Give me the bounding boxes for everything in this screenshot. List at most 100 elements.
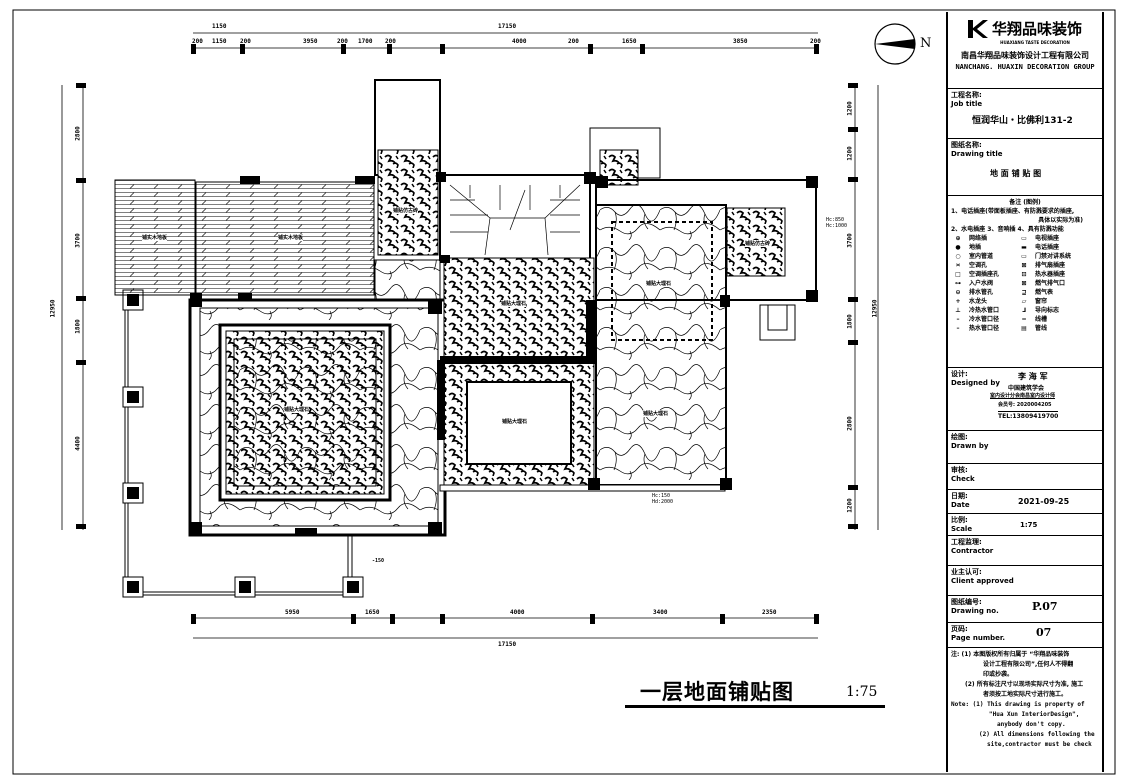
company-section: 华翔品味装饰 HUAXIANG TASTE DECORATION 南昌华翔品味装… [948,12,1102,89]
legend-item: –热水管口径▤管线 [951,324,1099,333]
dim-top-seg: 1150 [212,38,227,45]
association2: 室内设计分会南昌室内设计师 [990,393,1056,399]
legend-symbol-icon: ⊠ [1021,280,1027,287]
legend-label: 电话插座 [1035,244,1060,251]
room-label: 铺贴大理石 [501,300,527,307]
legend-symbol-icon: ▱ [1021,298,1027,305]
legend-symbol-icon: ⊕ [955,235,961,242]
legend-label: 窗帘 [1035,298,1048,305]
legend-note: 1、电话插座(带面板插座、有防溅要求的插座, [951,208,1075,215]
dim-right-seg: 1200 [846,498,854,513]
designer-label-en: Designed by [951,379,1000,387]
designer-name: 李 海 军 [1018,372,1048,381]
date-section: 日期: Date 2021-09-25 [948,490,1102,514]
dim-top-total: 17150 [498,23,517,30]
dimension-lines [61,32,879,639]
dim-bottom-seg: 2350 [762,609,777,616]
height-note: Hd:2000 [652,499,674,505]
dim-top-seg: 3850 [733,38,748,45]
drawn-by-label-en: Drawn by [951,442,989,450]
legend-label: 燃气排气口 [1035,280,1066,287]
legend-label: 燃气表 [1035,289,1054,296]
drawing-title: 一层地面铺贴图 [640,680,794,704]
title-underline [625,705,885,708]
room-hall-marble [595,204,727,486]
page-section: 页码: Page number. 07 [948,623,1102,648]
drawing-scale: 1:75 [846,684,878,700]
dim-top-1150: 1150 [212,23,227,30]
dim-left-seg: 4400 [74,436,82,451]
study-center [466,381,572,465]
tel: TEL:13809419700 [998,411,1059,420]
drawing-no-section: 图纸编号: Drawing no. P.07 [948,596,1102,623]
legend-note: 2、水电插座 3、音响插 4、具有防溅功能 [951,226,1064,233]
notes-section: 注: (1) 本图版权所有归属于 “华翔品味装饰 设计工程有限公司”,任何人不得… [948,648,1102,772]
drawn-by-label: 绘图: [951,433,968,441]
legend-label: 热水器插座 [1035,271,1066,278]
logo-mark-icon [967,20,988,38]
legend-symbol-icon: ⊡ [1021,271,1027,278]
north-label: N [920,36,932,51]
association: 中国建筑学会 [1008,385,1045,392]
check-section: 审核: Check [948,464,1102,490]
legend-item: ⊶入户水阀⊠燃气排气口 [951,279,1099,288]
dim-bottom-seg: 4000 [510,609,525,616]
legend-item: ●地插▬电话插座 [951,243,1099,252]
dim-bottom-total: 17150 [498,641,517,648]
check-label-en: Check [951,475,975,483]
note-line: Note: (1) This drawing is property of [951,701,1085,708]
scale-value: 1:75 [1020,521,1038,529]
room-label: 铺贴仿古砖 [393,207,419,214]
drawing-title-section: 图纸名称: Drawing title 地 面 铺 贴 图 [948,139,1102,196]
check-label: 审核: [951,466,968,474]
job-title-value: 恒润华山・比佛利131-2 [972,116,1073,126]
drawing-title-label-en: Drawing title [951,150,1003,158]
dim-right-total: 12950 [871,299,879,318]
logo-en: HUAXIANG TASTE DECORATION [1000,40,1070,45]
legend-label: 门禁对讲系统 [1035,253,1072,260]
legend-label: 管线 [1035,325,1048,332]
note-line: 印或抄袭。 [983,671,1014,678]
room-right-top [595,179,817,301]
dim-right-seg: 2800 [846,416,854,431]
job-title-label-en: Job title [951,100,983,108]
company-cn: 南昌华翔品味装饰设计工程有限公司 [961,51,1089,60]
legend-label: 空调插座孔 [969,271,1000,278]
legend-section: 备注 (图例) 1、电话插座(带面板插座、有防溅要求的插座, 具体以实际为准) … [948,196,1102,368]
legend-item: ⊥冷热水管口⅃导向标志 [951,306,1099,315]
legend-item: ⊖排水管孔⊒燃气表 [951,288,1099,297]
north-arrow-icon [874,23,916,65]
note-line: "Hua Xun InteriorDesign", [989,711,1080,718]
legend-label: 排水管孔 [969,289,994,296]
dim-left-seg: 1800 [74,319,82,334]
dim-bottom-seg: 5950 [285,609,300,616]
legend-symbol-icon: ▤ [1021,325,1027,332]
height-note: Hc:150 [652,493,671,499]
page-label-en: Page number. [951,634,1005,642]
legend-symbol-icon: ═ [1022,316,1026,323]
legend-label: 线槽 [1035,316,1048,323]
dim-top-seg: 200 [385,38,396,45]
legend-symbol-icon: ▭ [1021,235,1027,242]
dim-top-seg: 200 [568,38,579,45]
dim-right-seg: 1200 [846,101,854,116]
height-note: Hc:850 [826,217,845,223]
legend-label: 网络插 [969,235,988,242]
room-label: 铺贴大理石 [643,410,669,417]
note-line: site,contractor must be check [987,741,1092,748]
dimension-ticks [76,44,858,624]
drawing-no-label-en: Drawing no. [951,607,999,615]
drawn-by-section: 绘图: Drawn by [948,431,1102,464]
legend-symbol-icon: ▭ [1021,253,1027,260]
date-label: 日期: [951,492,968,500]
drawing-no-label: 图纸编号: [951,598,982,606]
date-label-en: Date [951,501,970,509]
legend-symbol-icon: ○ [955,253,961,260]
legend-symbol-icon: □ [955,271,961,278]
dim-top-seg: 200 [337,38,348,45]
note-line: 注: (1) 本图版权所有归属于 “华翔品味装饰 [951,651,1070,658]
logo-text: 华翔品味装饰 [991,19,1082,38]
member-no: 会员号: 2020004205 [998,402,1052,408]
legend-symbol-icon: + [955,298,961,305]
dim-bottom-seg: 3400 [653,609,668,616]
